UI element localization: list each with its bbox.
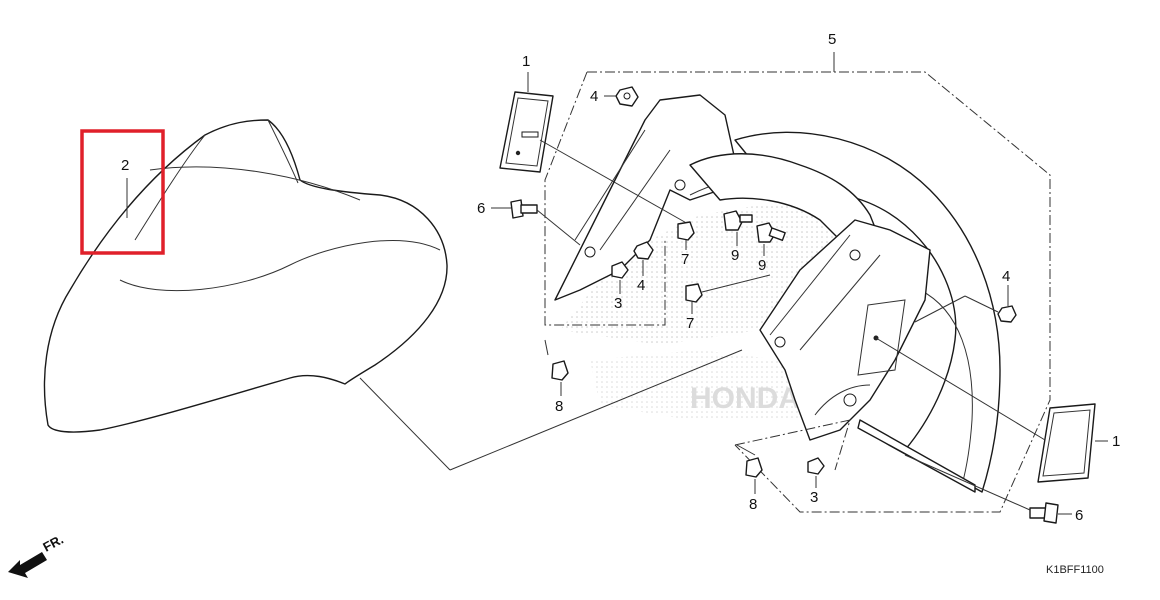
callout-7-b: 7	[686, 315, 694, 332]
screw-8-left[interactable]	[551, 360, 569, 381]
callout-8-left: 8	[555, 398, 563, 415]
callout-7-a: 7	[681, 251, 689, 268]
nut-4-right[interactable]	[997, 305, 1017, 323]
highlight-box	[80, 129, 165, 255]
washer-3-left[interactable]	[611, 261, 629, 279]
callout-3-left: 3	[614, 295, 622, 312]
callout-2: 2	[121, 157, 129, 174]
bolt-9-a[interactable]	[723, 210, 753, 231]
callout-8-bottom: 8	[749, 496, 757, 513]
screw-8-bottom[interactable]	[745, 457, 763, 478]
front-direction-arrow-icon	[8, 552, 47, 578]
clip-7-a[interactable]	[677, 221, 695, 241]
callout-6-left: 6	[477, 200, 485, 217]
front-fender[interactable]	[43, 119, 448, 433]
callout-9-b: 9	[758, 257, 766, 274]
callout-4-mid: 4	[637, 277, 645, 294]
bolt-6-left[interactable]	[510, 199, 538, 219]
reflector-top[interactable]	[499, 91, 554, 173]
callout-6-right: 6	[1075, 507, 1083, 524]
callout-4-top: 4	[590, 88, 598, 105]
bolt-9-b[interactable]	[756, 222, 786, 243]
callout-1-top: 1	[522, 53, 530, 70]
callout-4-right: 4	[1002, 268, 1010, 285]
washer-3-bottom[interactable]	[807, 457, 825, 475]
nut-4-mid[interactable]	[633, 241, 654, 260]
callout-1-right: 1	[1112, 433, 1120, 450]
nut-4-top[interactable]	[615, 86, 639, 107]
clip-7-b[interactable]	[685, 283, 703, 303]
callout-3-bottom: 3	[810, 489, 818, 506]
callout-5: 5	[828, 31, 836, 48]
diagram-code: K1BFF1100	[1046, 564, 1104, 576]
reflector-right[interactable]	[1037, 403, 1096, 483]
inner-fender-assembly[interactable]	[554, 94, 1001, 493]
callout-9-a: 9	[731, 247, 739, 264]
bolt-6-right[interactable]	[1029, 502, 1059, 524]
orientation-label: FR.	[40, 532, 66, 555]
watermark-text: HONDA	[690, 382, 800, 415]
